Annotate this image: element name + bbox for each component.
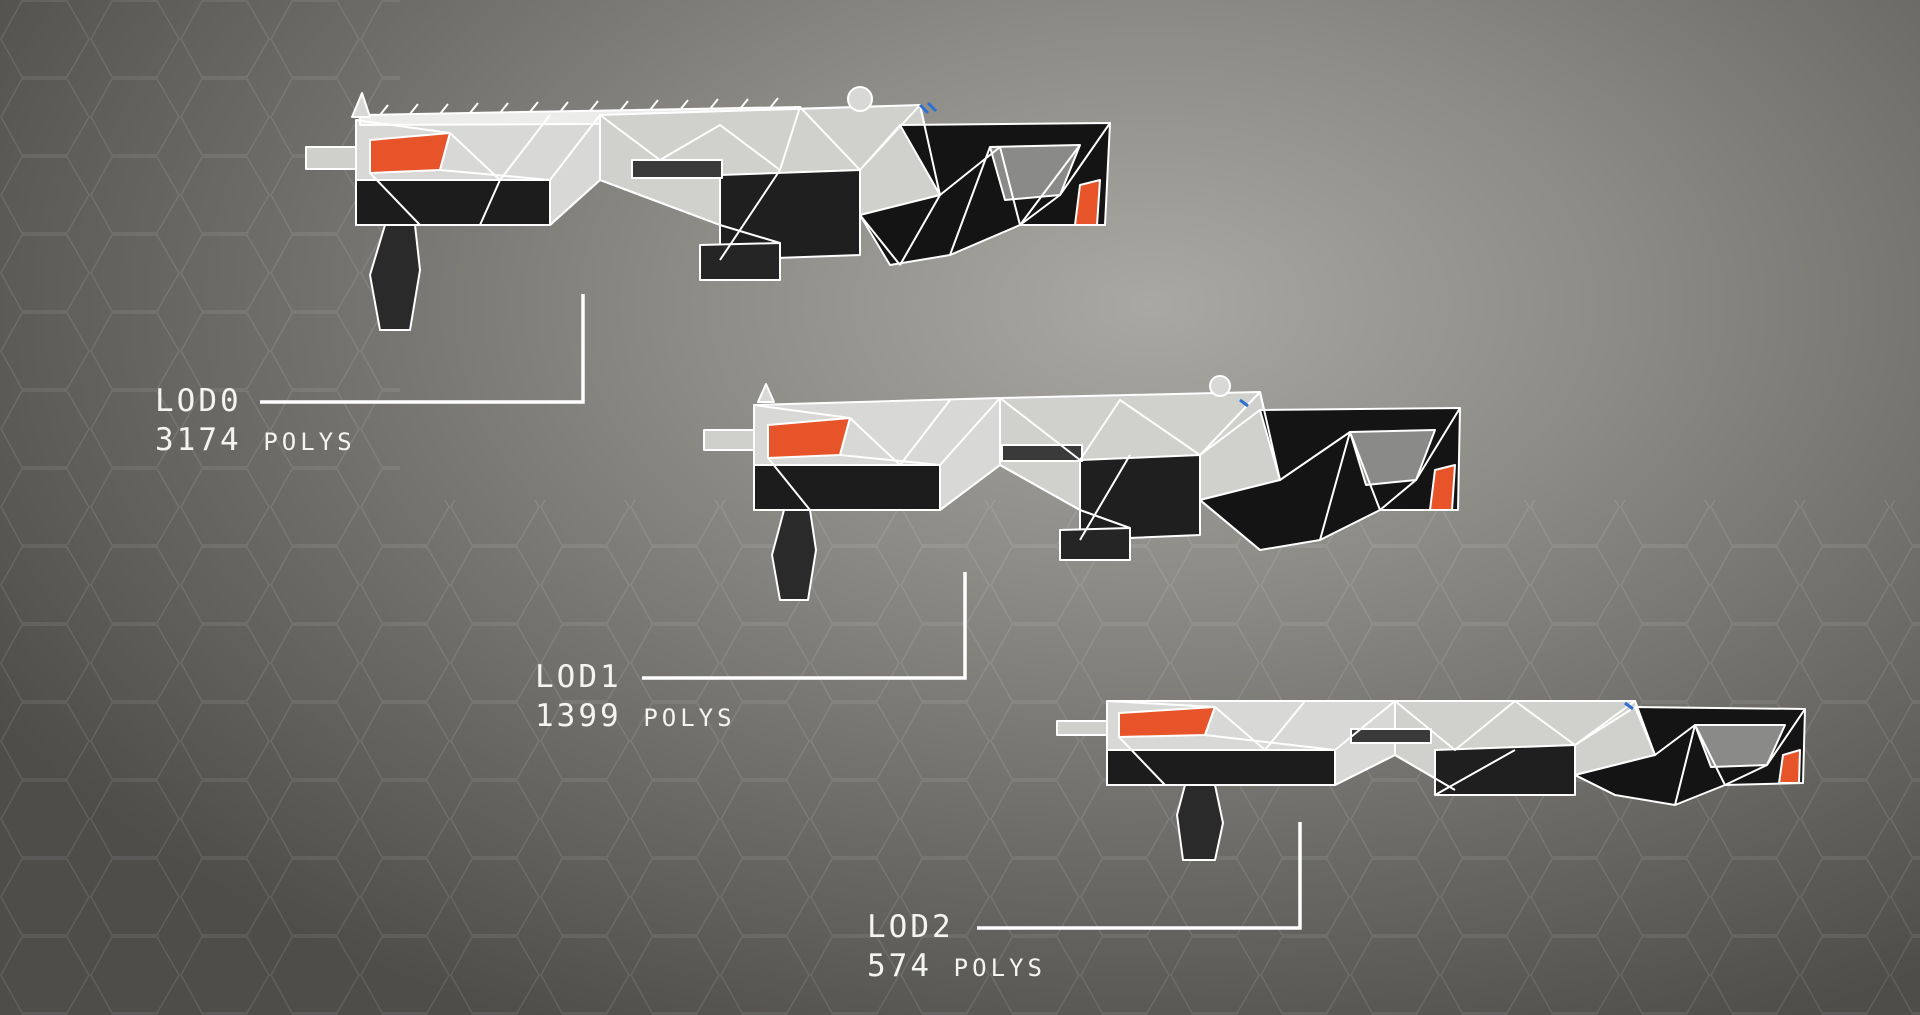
lod-name: LOD2 xyxy=(867,909,954,945)
lod0-label: LOD0 3174 POLYS xyxy=(155,382,356,460)
lod2-label: LOD2 574 POLYS xyxy=(867,908,1046,986)
weapon-model-lod0 xyxy=(305,86,1111,331)
poly-unit: POLYS xyxy=(263,427,356,456)
lod-name: LOD0 xyxy=(155,383,242,419)
poly-unit: POLYS xyxy=(643,703,736,732)
leader-line-lod0 xyxy=(260,294,585,404)
poly-count: 3174 xyxy=(155,421,242,458)
poly-unit: POLYS xyxy=(953,953,1046,982)
leader-line-lod2 xyxy=(977,822,1302,930)
lod-name: LOD1 xyxy=(535,659,622,695)
poly-count: 574 xyxy=(867,947,932,984)
weapon-model-lod2 xyxy=(1056,700,1806,861)
lod1-label: LOD1 1399 POLYS xyxy=(535,658,736,736)
weapon-model-lod1 xyxy=(703,375,1461,601)
leader-line-lod1 xyxy=(642,572,967,680)
poly-count: 1399 xyxy=(535,697,622,734)
